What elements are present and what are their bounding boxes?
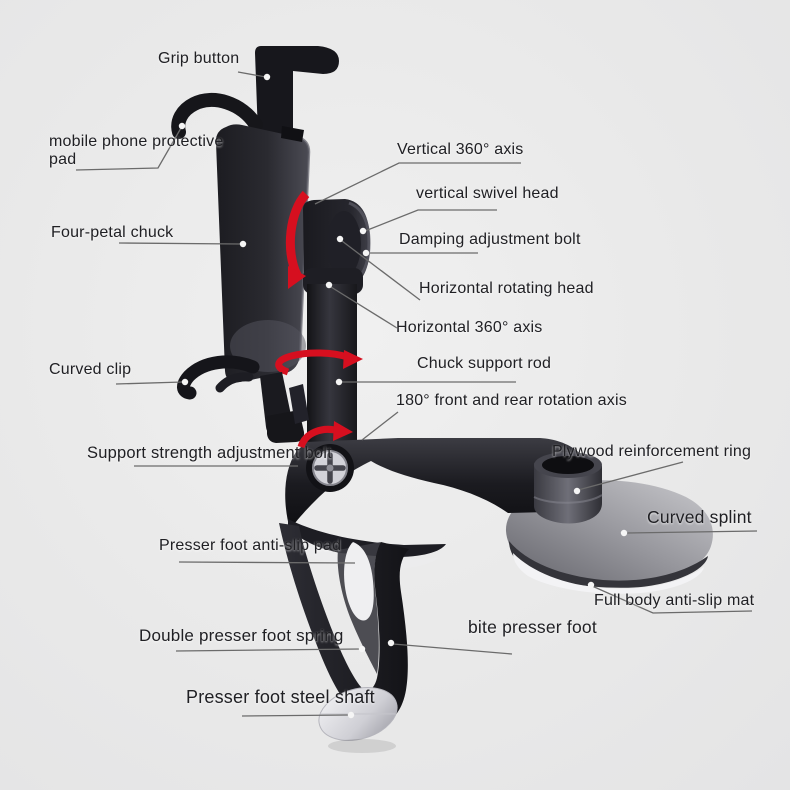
leader-line (364, 209, 497, 232)
leader-line (330, 286, 398, 329)
leader-line (237, 71, 267, 78)
leader-line (241, 714, 349, 717)
callout-dot (335, 378, 343, 386)
label-damping-adjustment-bolt: Damping adjustment bolt (399, 231, 581, 248)
callout-dot (325, 281, 333, 289)
label-four-petal-chuck: Four-petal chuck (51, 224, 174, 241)
label-front-and-rear-rotation-axis: 180° front and rear rotation axis (396, 392, 627, 409)
callout-dot (387, 639, 395, 647)
label-horizontal-360-axis: Horizontal 360° axis (396, 319, 543, 336)
label-curved-clip: Curved clip (49, 361, 132, 378)
steel-shaft-shape (318, 687, 398, 741)
label-plywood-reinforcement-ring: Plywood reinforcement ring (552, 443, 752, 460)
anti-slip-mat-shape (513, 553, 704, 594)
rotation-arrow-180 (297, 421, 353, 449)
label-presser-foot-steel-shaft: Presser foot steel shaft (186, 687, 375, 707)
label-horizontal-rotating-head: Horizontal rotating head (419, 280, 594, 297)
protective-pad-hook-shape (171, 93, 263, 139)
callout-dot (359, 227, 367, 235)
support-rod-shape (307, 284, 357, 450)
leader-line (314, 162, 521, 205)
anti-slip-pad-shape (344, 542, 374, 621)
callout-dot (573, 487, 581, 495)
leader-line (591, 585, 753, 614)
label-full-body-anti-slip-mat: Full body anti-slip mat (594, 592, 755, 609)
callout-dot (358, 645, 366, 653)
label-vertical-swivel-head: vertical swivel head (416, 185, 559, 202)
callout-dot (263, 73, 271, 81)
reinforcement-ring-shape (533, 452, 603, 524)
leader-line (75, 127, 182, 171)
callout-dot (587, 581, 595, 589)
leader-line (361, 411, 399, 441)
callout-dot (178, 122, 186, 130)
grip-button-shape (255, 46, 339, 144)
callout-dot (239, 240, 247, 248)
callout-dot (347, 711, 355, 719)
shaft-shadow (328, 739, 396, 753)
leader-line (626, 530, 758, 534)
label-support-strength-adjustment-bolt: Support strength adjustment bolt (87, 444, 332, 462)
curved-clip-shape (177, 355, 260, 400)
jaw-lower-lip-shape (288, 519, 446, 558)
leader-line (341, 240, 421, 301)
leader-line (392, 643, 513, 655)
rotation-arrow-horizontal (275, 349, 363, 376)
splint-underside-shape (509, 541, 708, 588)
left-mat-strip-shape (283, 530, 438, 569)
label-bite-presser-foot: bite presser foot (468, 617, 597, 637)
callout-dot (181, 378, 189, 386)
callout-dot (362, 249, 370, 257)
leader-line (178, 561, 356, 564)
label-vertical-360-axis: Vertical 360° axis (397, 141, 524, 158)
leader-line (175, 648, 361, 652)
rotation-arrow-vertical (285, 190, 310, 289)
callout-dot (336, 235, 344, 243)
label-chuck-support-rod: Chuck support rod (417, 355, 552, 372)
leader-line (118, 242, 241, 245)
label-presser-foot-anti-slip-pad: Presser foot anti-slip pad (159, 537, 342, 554)
callout-dot (620, 529, 628, 537)
chuck-petals-shape (260, 372, 309, 443)
base-jaw-shape (285, 438, 592, 530)
presser-foot-shape (279, 523, 409, 724)
leader-line (115, 381, 184, 385)
label-double-presser-foot-spring: Double presser foot spring (139, 626, 344, 645)
label-mobile-phone-protective-pad: mobile phone protective pad (49, 133, 224, 168)
adjustment-bolt-shape (306, 444, 354, 492)
label-curved-splint: Curved splint (647, 507, 752, 527)
leader-line (577, 461, 684, 491)
label-grip-button: Grip button (158, 50, 240, 67)
swivel-head-shape (303, 199, 371, 288)
